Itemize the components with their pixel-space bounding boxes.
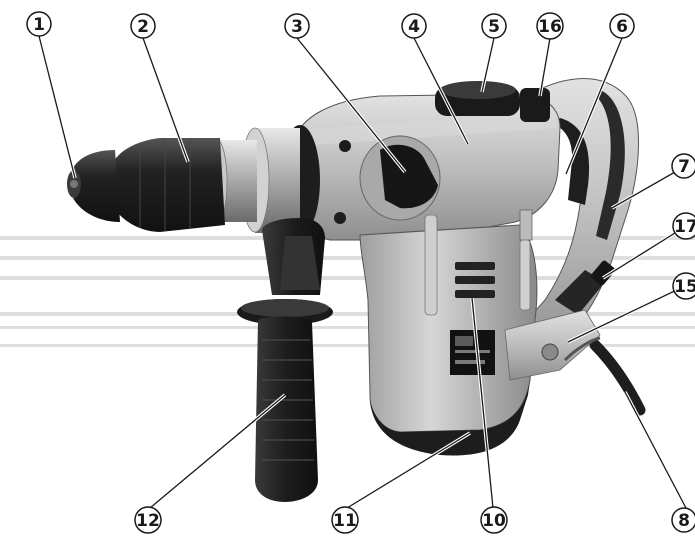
leader-5 [481,37,495,93]
callout-16-label: 16 [538,17,562,37]
leader-15 [567,285,686,343]
callout-5: 5 [481,13,507,39]
callout-2: 2 [130,13,156,39]
leader-12 [149,394,286,509]
callout-7: 7 [671,153,695,179]
callout-16: 16 [536,12,564,40]
callout-1: 1 [26,11,52,37]
callout-15: 15 [672,272,695,300]
leader-7 [611,167,683,209]
callout-6-label: 6 [616,17,628,37]
side-handle [237,218,333,502]
callout-4-label: 4 [408,17,420,37]
callout-17-label: 17 [674,217,695,237]
callout-6: 6 [609,13,635,39]
leader-1 [38,35,76,179]
leader-2 [142,37,189,163]
mode-selector-knob [334,135,441,224]
leader-4 [413,37,469,145]
callout-1-label: 1 [33,15,45,35]
callout-12-label: 12 [136,511,160,531]
leader-17 [602,227,684,279]
callout-5-label: 5 [488,17,500,37]
callout-3-label: 3 [291,17,303,37]
callout-11-label: 11 [333,511,357,531]
leader-3 [296,37,406,173]
callout-15-label: 15 [674,277,695,297]
leader-11 [346,432,471,509]
callout-12: 12 [134,506,162,534]
callout-8-label: 8 [678,511,690,531]
gear-housing [294,81,561,241]
callout-3: 3 [284,13,310,39]
sds-chuck [67,138,225,232]
callout-17: 17 [672,212,695,240]
motor-housing [359,209,601,456]
callout-11: 11 [331,506,359,534]
power-cord [589,339,646,416]
leader-16 [539,37,551,97]
callout-10: 10 [480,506,508,534]
leader-6 [565,37,623,175]
callout-markers: 1 2 3 4 5 16 6 7 [26,11,695,534]
leader-10 [471,297,494,509]
callout-8: 8 [671,507,695,533]
callout-7-label: 7 [678,157,690,177]
callout-2-label: 2 [137,17,149,37]
leader-8 [624,391,687,509]
callout-leader-lines [37,35,688,510]
callout-4: 4 [401,13,427,39]
callout-10-label: 10 [482,511,506,531]
